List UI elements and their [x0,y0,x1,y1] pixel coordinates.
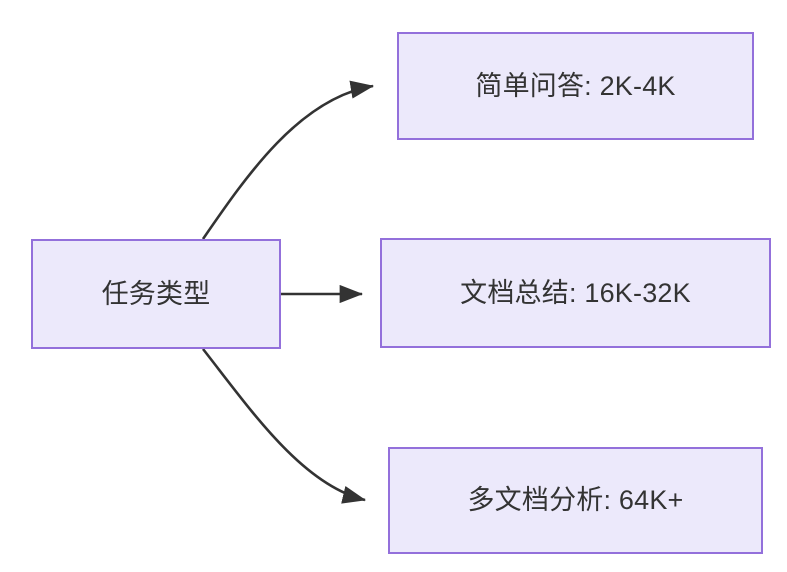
node-doc-summary[interactable]: 文档总结: 16K-32K [380,238,771,348]
node-simple-qa[interactable]: 简单问答: 2K-4K [397,32,754,140]
node-multi-doc-label: 多文档分析: 64K+ [467,485,684,516]
node-multi-doc[interactable]: 多文档分析: 64K+ [388,447,763,554]
edge-to-simple-qa [201,80,375,240]
edge-to-multi-doc [201,348,367,504]
node-simple-qa-label: 简单问答: 2K-4K [475,70,676,101]
node-doc-summary-label: 文档总结: 16K-32K [460,277,691,308]
node-task-type-label: 任务类型 [101,278,211,309]
node-task-type[interactable]: 任务类型 [31,239,281,349]
